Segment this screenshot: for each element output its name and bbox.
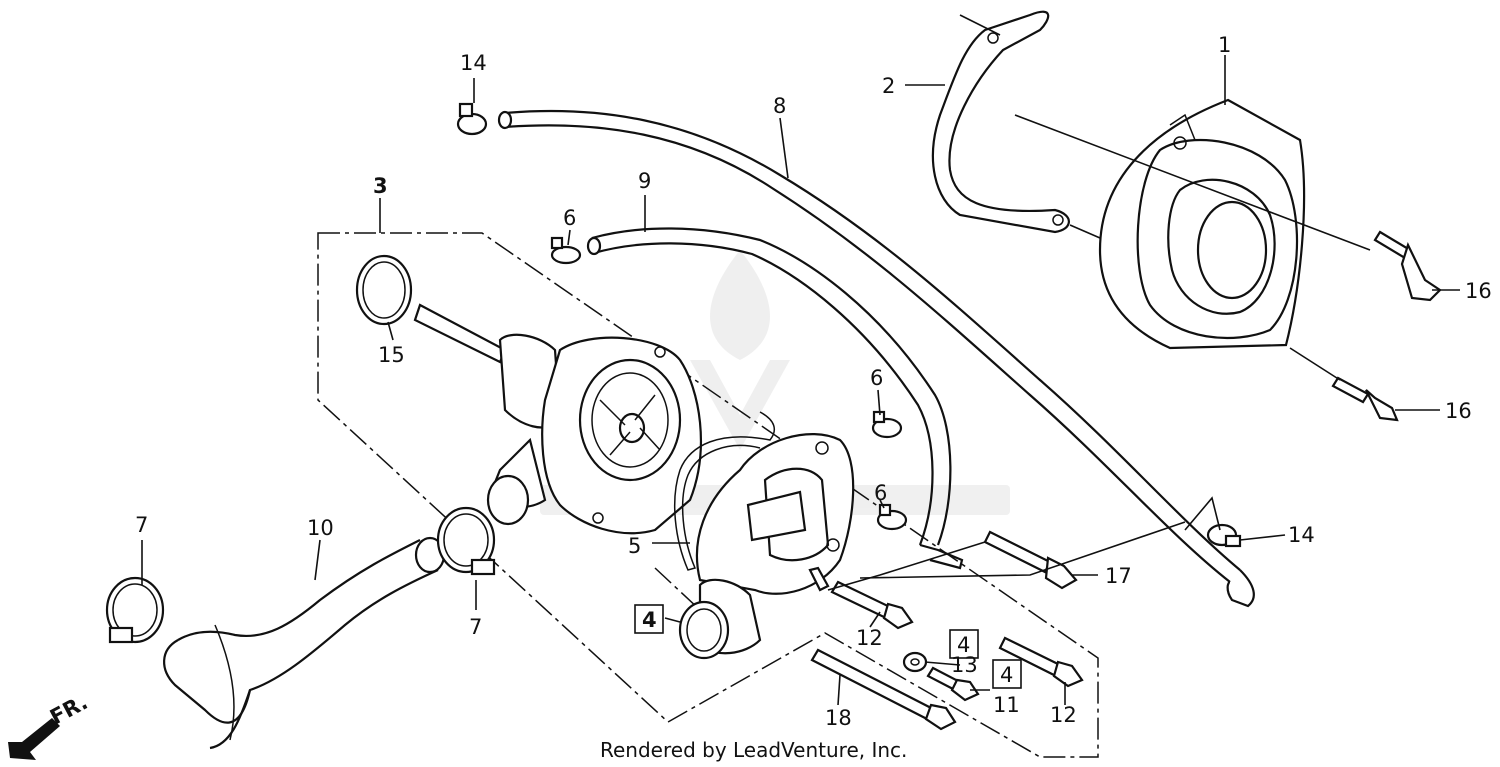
callout-12-lower[interactable]: 12 (1050, 703, 1077, 727)
callout-16-upper[interactable]: 16 (1465, 279, 1492, 303)
callout-6-middle[interactable]: 6 (870, 366, 883, 390)
callout-18[interactable]: 18 (825, 706, 852, 730)
callout-11[interactable]: 11 (993, 693, 1020, 717)
clamp-6-top[interactable] (550, 236, 582, 265)
bolt-11[interactable] (926, 666, 980, 702)
clamp-6-lower[interactable] (876, 503, 908, 531)
hose-8[interactable] (497, 109, 1255, 608)
leader-lines (141, 14, 1460, 706)
bolt-18[interactable] (810, 648, 957, 731)
callout-5[interactable]: 5 (628, 534, 641, 558)
pump-housing[interactable] (678, 433, 855, 660)
bolt-12-lower[interactable] (998, 636, 1084, 688)
callout-3[interactable]: 3 (373, 174, 388, 198)
callout-12-upper[interactable]: 12 (856, 626, 883, 650)
callout-2[interactable]: 2 (882, 74, 895, 98)
callout-4c[interactable]: 4 (1000, 663, 1013, 687)
bolt-12-upper[interactable] (830, 580, 914, 630)
callout-labels: 1 2 3 4 4 4 5 6 6 6 7 7 8 9 10 11 12 12 … (135, 33, 1492, 730)
clamp-7-right[interactable] (436, 506, 496, 576)
pump-gasket-5[interactable] (673, 411, 776, 571)
cover-gasket[interactable] (931, 10, 1070, 234)
callout-9[interactable]: 9 (638, 169, 651, 193)
footer-credit: Rendered by LeadVenture, Inc. (600, 738, 907, 762)
callout-13[interactable]: 13 (951, 653, 978, 677)
clamp-14-right[interactable] (1206, 523, 1242, 548)
callout-14-top[interactable]: 14 (460, 51, 487, 75)
washer-13[interactable] (902, 651, 928, 673)
callout-14-right[interactable]: 14 (1288, 523, 1315, 547)
callout-7-right[interactable]: 7 (469, 615, 482, 639)
callout-6-top[interactable]: 6 (563, 206, 576, 230)
callout-1[interactable]: 1 (1218, 33, 1231, 57)
callout-4b[interactable]: 4 (957, 633, 970, 657)
callout-10[interactable]: 10 (307, 516, 334, 540)
callout-4a-box (634, 604, 664, 634)
clamp-7-left[interactable] (105, 576, 165, 644)
callout-4a[interactable]: 4 (642, 608, 657, 632)
callout-4b-box (949, 629, 979, 659)
pump-cover[interactable] (1098, 98, 1306, 350)
bolt-16-upper[interactable] (1373, 230, 1442, 302)
bolt-16-lower[interactable] (1331, 376, 1399, 422)
callout-4c-box (992, 659, 1022, 689)
o-ring-15[interactable] (355, 254, 413, 326)
hose-10[interactable] (163, 536, 446, 750)
clamp-14-top[interactable] (456, 102, 488, 136)
callout-16-lower[interactable]: 16 (1445, 399, 1472, 423)
callout-17[interactable]: 17 (1105, 564, 1132, 588)
clamp-6-middle[interactable] (871, 410, 903, 439)
front-arrow-icon (8, 718, 60, 760)
callout-8[interactable]: 8 (773, 94, 786, 118)
callout-15[interactable]: 15 (378, 343, 405, 367)
bolt-17[interactable] (983, 530, 1078, 590)
water-pump-body[interactable] (413, 303, 703, 535)
callout-6-lower[interactable]: 6 (874, 481, 887, 505)
hose-9[interactable] (586, 227, 964, 570)
front-direction-indicator: FR. (8, 690, 92, 760)
callout-7-left[interactable]: 7 (135, 513, 148, 537)
